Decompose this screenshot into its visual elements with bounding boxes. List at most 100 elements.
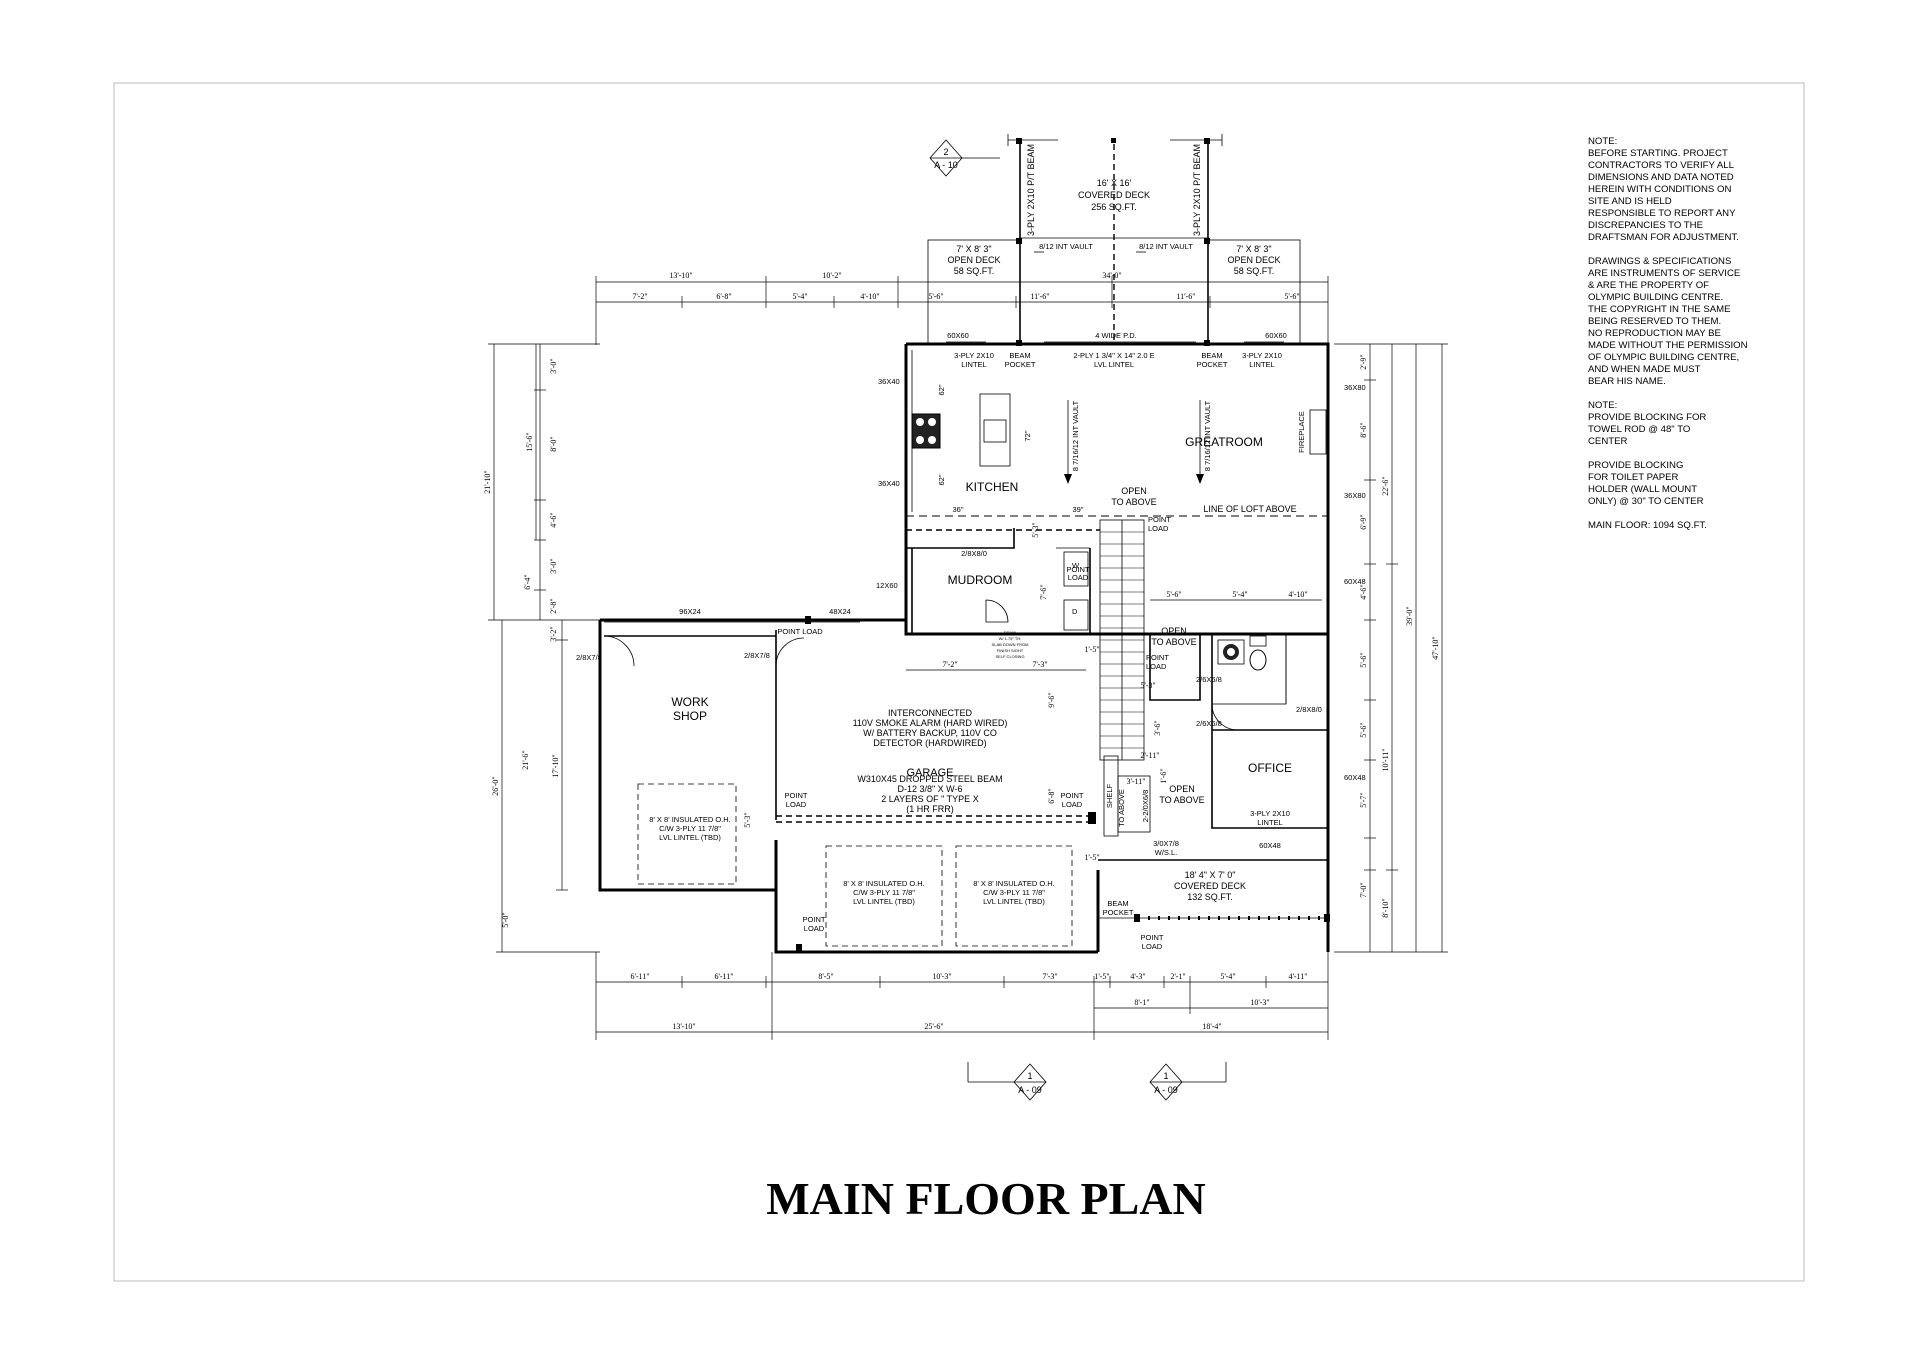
pl-3: POINT LOAD	[777, 627, 823, 636]
vault-right-label: 8/12 INT VAULT	[1139, 242, 1193, 251]
lintel-left-1: 3-PLY 2X10	[954, 351, 994, 360]
note-line: ONLY) @ 30" TO CENTER	[1588, 496, 1704, 507]
note-line: & ARE THE PROPERTY OF	[1588, 280, 1710, 291]
ws-door-2: C/W 3-PLY 11 7/8"	[659, 824, 721, 833]
ws-door-3: LVL LINTEL (TBD)	[659, 833, 721, 842]
dim-right-in-1: 2'-9"	[1359, 354, 1368, 369]
section-br-sheet: A - 09	[1154, 1085, 1178, 1095]
dim-int-13: 5'-3"	[1140, 681, 1155, 690]
pl-2a: POINT	[1148, 515, 1171, 524]
pl-5a: POINT	[1061, 791, 1084, 800]
note-line: AND WHEN MADE MUST	[1588, 364, 1701, 375]
office-lintel-2: LINTEL	[1257, 818, 1282, 827]
note-line: CONTRACTORS TO VERIFY ALL	[1588, 160, 1734, 171]
vault-left-label: 8/12 INT VAULT	[1039, 242, 1093, 251]
dim-bot-10: 4'-11"	[1288, 972, 1307, 981]
dryer-label: D	[1072, 607, 1078, 616]
left-dimensions: 21'-10" 26'-0" 15'-6" 21'-6" 17'-10" 3'-…	[483, 343, 600, 953]
note-line: OLYMPIC BUILDING CENTRE.	[1588, 292, 1724, 303]
label-wide-pd: 4 WIDE P.D.	[1095, 331, 1137, 340]
pl-8a: POINT	[1141, 933, 1164, 942]
door-closet: 2-2/0X6/8	[1141, 790, 1150, 823]
note-line: FOR TOILET PAPER	[1588, 472, 1679, 483]
beam-left-label: 3-PLY 2X10 P/T BEAM	[1026, 144, 1036, 236]
open-above-2a: OPEN	[1161, 626, 1187, 636]
dim-left-in-1: 3'-0"	[549, 358, 558, 373]
gd1-3: LVL LINTEL (TBD)	[853, 897, 915, 906]
drain-1: DRAIN	[1004, 630, 1017, 635]
note-line: BEING RESERVED TO THEM.	[1588, 316, 1722, 327]
lvl-lintel-2: LVL LINTEL	[1094, 360, 1134, 369]
pl-1a: POINT	[1067, 565, 1090, 574]
win-36x80-b: 36X80	[1344, 491, 1366, 500]
dim-36: 36"	[952, 505, 963, 514]
deck-bot-line3: 132 SQ.FT.	[1187, 892, 1233, 902]
dim-right-in-6: 5'-6"	[1359, 722, 1368, 737]
dim-right-in-9: 7'-0"	[1359, 882, 1368, 897]
dim-right-in-5: 5'-6"	[1359, 652, 1368, 667]
note-line: NOTE:	[1588, 400, 1618, 411]
section-bl-num: 1	[1027, 1071, 1032, 1081]
dim-62-a: 62"	[937, 384, 946, 395]
win-96x24: 96X24	[679, 607, 701, 616]
deck-bot-line1: 18' 4" X 7' 0"	[1185, 870, 1236, 880]
dim-bot-8: 2'-1"	[1170, 972, 1185, 981]
dim-bot-r2-1: 8'-1"	[1134, 998, 1149, 1007]
exterior-walls	[598, 342, 1330, 954]
office-area: OFFICE 3-PLY 2X10 LINTEL 60X48	[1212, 729, 1328, 850]
note-line: RESPONSIBLE TO REPORT ANY	[1588, 208, 1736, 219]
beam-pocket-l-1: BEAM	[1009, 351, 1030, 360]
dim-bot-9: 5'-4"	[1220, 972, 1235, 981]
covered-deck-bottom: 18' 4" X 7' 0" COVERED DECK 132 SQ.FT. B…	[1098, 870, 1330, 951]
pl-6b: LOAD	[1146, 662, 1167, 671]
dim-top-r2-7: 11'-6"	[1176, 292, 1195, 301]
win-60x60-right: 60X60	[1265, 331, 1287, 340]
note-line: ARE INSTRUMENTS OF SERVICE	[1588, 268, 1741, 279]
section-br-num: 1	[1163, 1071, 1168, 1081]
dim-39: 39"	[1072, 505, 1083, 514]
deck-right-line2: OPEN DECK	[1227, 255, 1280, 265]
pl-6a: POINT	[1146, 653, 1169, 662]
section-marker-top: 2 A - 10	[929, 139, 1000, 177]
dim-bot-r2-2: 10'-3"	[1250, 998, 1269, 1007]
section-top-num: 2	[943, 147, 948, 157]
fireplace-label: FIREPLACE	[1297, 411, 1306, 453]
dim-int-12: 3'-11"	[1126, 777, 1145, 786]
note-line: DISCREPANCIES TO THE	[1588, 220, 1703, 231]
vault-great: 8 7/16/12 INT VAULT	[1203, 400, 1212, 471]
beam-1: W310X45 DROPPED STEEL BEAM	[857, 774, 1002, 784]
loft-line: LINE OF LOFT ABOVE	[906, 504, 1328, 531]
room-workshop-2: SHOP	[673, 709, 707, 723]
note-line: THE COPYRIGHT IN THE SAME	[1588, 304, 1731, 315]
section-bl-sheet: A - 09	[1018, 1085, 1042, 1095]
note-line: MADE WITHOUT THE PERMISSION	[1588, 340, 1748, 351]
section-marker-bottom-left: 1 A - 09	[967, 1062, 1047, 1101]
dim-bot-1: 6'-11"	[630, 972, 649, 981]
note-line: OF OLYMPIC BUILDING CENTRE,	[1588, 352, 1740, 363]
dim-top-r2-1: 7'-2"	[632, 292, 647, 301]
note-line: SITE AND IS HELD	[1588, 196, 1672, 207]
section-top-sheet: A - 10	[934, 160, 958, 170]
lintel-left-2: LINTEL	[961, 360, 986, 369]
deck-right-line3: 58 SQ.FT.	[1234, 266, 1275, 276]
door-mudroom: 2/8X8/0	[961, 549, 987, 558]
dim-int-17: 5'-3"	[743, 812, 752, 827]
dim-left-outer-2: 26'-0"	[491, 776, 500, 795]
dim-top-r2-3: 5'-4"	[792, 292, 807, 301]
deck-left-line3: 58 SQ.FT.	[954, 266, 995, 276]
dim-top-3: 34'-0"	[1102, 271, 1121, 280]
pl-2b: LOAD	[1148, 524, 1169, 533]
door-wsl-1: 3/0X7/8	[1153, 839, 1179, 848]
bath-area: OPEN TO ABOVE 2/6X6/8 2/6X6/8 2/8X8/0	[1149, 626, 1328, 731]
beam-3: 2 LAYERS OF " TYPE X	[881, 794, 978, 804]
deck-top-line1: 16' X 16'	[1097, 178, 1132, 188]
dim-int-11: 1'-5"	[1084, 853, 1099, 862]
top-windows: 60X60 4 WIDE P.D. 60X60 3-PLY 2X10 LINTE…	[946, 331, 1287, 369]
page-title: MAIN FLOOR PLAN	[766, 1173, 1206, 1224]
dim-top-1: 13'-10"	[669, 271, 692, 280]
door-ws-left: 2/8X7/8	[576, 653, 602, 662]
